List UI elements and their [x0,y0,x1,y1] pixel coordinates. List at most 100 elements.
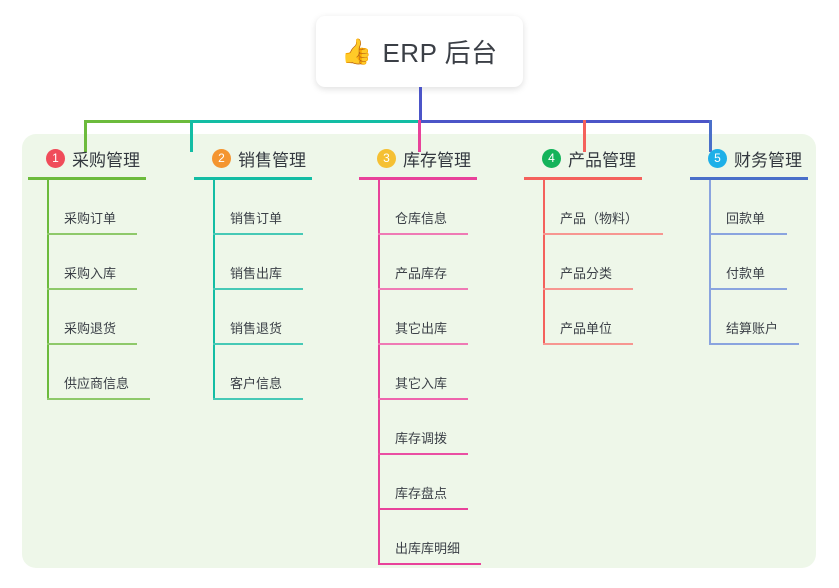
leaf-label: 回款单 [726,211,766,226]
leaf-node[interactable]: 库存盘点 [378,455,529,510]
branch-drop-1 [84,120,87,152]
branch-column-1: 1 采购管理 采购订单 采购入库 采购退货 供应商信息 [28,145,188,400]
leaf-underline [378,343,468,345]
leaf-label: 库存调拨 [395,431,448,446]
leaf-underline [47,288,137,290]
branch-drop-4 [583,120,586,152]
leaf-underline [709,343,799,345]
leaf-label: 其它出库 [395,321,448,336]
leaf-label: 产品分类 [560,266,613,281]
leaf-node[interactable]: 销售出库 [213,235,354,290]
branch-column-3: 3 库存管理 仓库信息 产品库存 其它出库 其它入库 库存调拨 [359,145,529,565]
leaf-underline [213,233,303,235]
branch-title-1: 采购管理 [72,150,140,170]
leaf-underline [378,508,468,510]
branch-column-2: 2 销售管理 销售订单 销售出库 销售退货 客户信息 [194,145,354,400]
leaf-node[interactable]: 其它出库 [378,290,529,345]
leaf-node[interactable]: 产品（物料） [543,180,694,235]
leaf-node[interactable]: 付款单 [709,235,839,290]
leaf-label: 销售出库 [230,266,283,281]
leaf-node[interactable]: 产品单位 [543,290,694,345]
leaf-underline [709,233,787,235]
leaf-underline [47,233,137,235]
branch-drop-3 [418,120,421,152]
leaf-node[interactable]: 采购入库 [47,235,188,290]
leaf-node[interactable]: 产品库存 [378,235,529,290]
leaf-node[interactable]: 仓库信息 [378,180,529,235]
branch-underline-1 [28,177,146,180]
leaf-underline [213,288,303,290]
branch-drop-2 [190,120,193,152]
diagram-panel [22,134,816,568]
leaf-underline [213,343,303,345]
leaf-node[interactable]: 结算账户 [709,290,839,345]
branch-header-2[interactable]: 2 销售管理 [194,145,354,171]
branch-badge-1: 1 [46,148,65,168]
leaf-underline [47,343,137,345]
leaf-label: 其它入库 [395,376,448,391]
leaf-node[interactable]: 供应商信息 [47,345,188,400]
leaf-underline [543,288,633,290]
leaf-label: 仓库信息 [395,211,448,226]
leaf-underline [378,453,468,455]
leaf-node[interactable]: 客户信息 [213,345,354,400]
branch-header-5[interactable]: 5 财务管理 [690,145,839,171]
leaf-label: 结算账户 [726,321,779,336]
leaf-underline [378,288,468,290]
leaf-node[interactable]: 采购退货 [47,290,188,345]
branch-header-3[interactable]: 3 库存管理 [359,145,529,171]
leaf-label: 付款单 [726,266,766,281]
branch-spine-4 [543,180,545,344]
branch-title-3: 库存管理 [403,150,471,170]
leaf-underline [378,563,481,565]
branch-badge-4: 4 [542,148,561,168]
branch-drop-5 [709,120,712,152]
branch-header-4[interactable]: 4 产品管理 [524,145,694,171]
branch-underline-4 [524,177,642,180]
leaf-underline [213,398,303,400]
leaf-label: 客户信息 [230,376,283,391]
leaf-label: 销售退货 [230,321,283,336]
leaf-node[interactable]: 出库库明细 [378,510,529,565]
branch-leaves-5: 回款单 付款单 结算账户 [690,180,839,345]
branch-header-1[interactable]: 1 采购管理 [28,145,188,171]
branch-leaves-4: 产品（物料） 产品分类 产品单位 [524,180,694,345]
leaf-label: 采购退货 [64,321,117,336]
branch-underline-5 [690,177,808,180]
branch-underline-2 [194,177,312,180]
leaf-node[interactable]: 销售退货 [213,290,354,345]
leaf-node[interactable]: 库存调拨 [378,400,529,455]
leaf-underline [378,398,468,400]
leaf-node[interactable]: 销售订单 [213,180,354,235]
root-node-title: ERP 后台 [382,38,498,68]
root-stem-connector [419,87,422,123]
leaf-label: 供应商信息 [64,376,130,391]
leaf-underline [543,233,663,235]
branch-leaves-2: 销售订单 销售出库 销售退货 客户信息 [194,180,354,400]
bus-segment-mid [190,120,420,123]
bus-segment-right [418,120,711,123]
leaf-node[interactable]: 产品分类 [543,235,694,290]
branch-badge-5: 5 [708,148,727,168]
leaf-node[interactable]: 回款单 [709,180,839,235]
branch-spine-3 [378,180,380,564]
leaf-underline [543,343,633,345]
leaf-label: 销售订单 [230,211,283,226]
root-node-card[interactable]: 👍 ERP 后台 [316,16,523,87]
branch-spine-5 [709,180,711,344]
leaf-underline [709,288,787,290]
leaf-label: 采购订单 [64,211,117,226]
branch-column-5: 5 财务管理 回款单 付款单 结算账户 [690,145,839,345]
leaf-underline [47,398,150,400]
leaf-node[interactable]: 其它入库 [378,345,529,400]
leaf-label: 采购入库 [64,266,117,281]
branch-underline-3 [359,177,477,180]
branch-title-2: 销售管理 [238,150,306,170]
leaf-label: 产品（物料） [560,211,639,226]
leaf-label: 库存盘点 [395,486,448,501]
leaf-node[interactable]: 采购订单 [47,180,188,235]
leaf-label: 产品库存 [395,266,448,281]
branch-badge-2: 2 [212,148,231,168]
leaf-label: 出库库明细 [395,541,461,556]
